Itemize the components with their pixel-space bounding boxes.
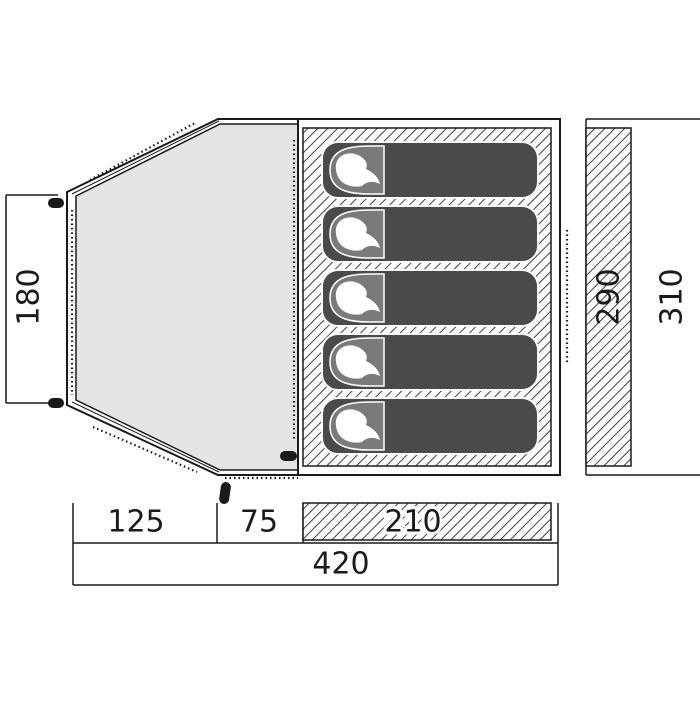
head-icon (335, 217, 380, 251)
vestibule-seam-bottom (71, 401, 220, 473)
bedroom (297, 118, 569, 476)
bedroom-outer-outline (297, 118, 561, 476)
dotted-line-top-outer (89, 122, 196, 181)
length-dimensions: 125 75 210 420 (72, 502, 559, 586)
head-icon (335, 281, 380, 315)
vestibule (66, 118, 299, 480)
dim-bedroom-width: 210 (384, 505, 441, 540)
dim-vestibule-width: 125 (107, 505, 164, 540)
dim-vestibule-height: 180 (12, 268, 47, 325)
peg-icon (280, 451, 297, 461)
dim-total-length: 420 (312, 547, 369, 582)
bedroom-length-hatch (302, 502, 552, 541)
sleeping-bag (321, 205, 539, 263)
dim-entrance-width: 75 (240, 505, 278, 540)
peg-icon (219, 482, 231, 504)
bedroom-depth-indicator: 290 310 (585, 118, 700, 476)
dim-bedroom-height: 290 (592, 268, 627, 325)
dotted-line-bottom-outer (92, 425, 198, 474)
sleeping-bags (321, 141, 539, 455)
sleeping-bag (321, 397, 539, 455)
sleeping-bag (321, 333, 539, 391)
bedroom-depth-hatch (585, 127, 632, 467)
dim-total-height: 310 (655, 268, 690, 325)
sleeping-bag (321, 141, 539, 199)
head-icon (335, 409, 380, 443)
head-icon (335, 345, 380, 379)
vestibule-seam-top (71, 120, 220, 195)
sleeping-bag (321, 269, 539, 327)
vestibule-height-dimension: 180 (5, 194, 58, 404)
head-icon (335, 153, 380, 187)
peg-icon (48, 198, 64, 208)
